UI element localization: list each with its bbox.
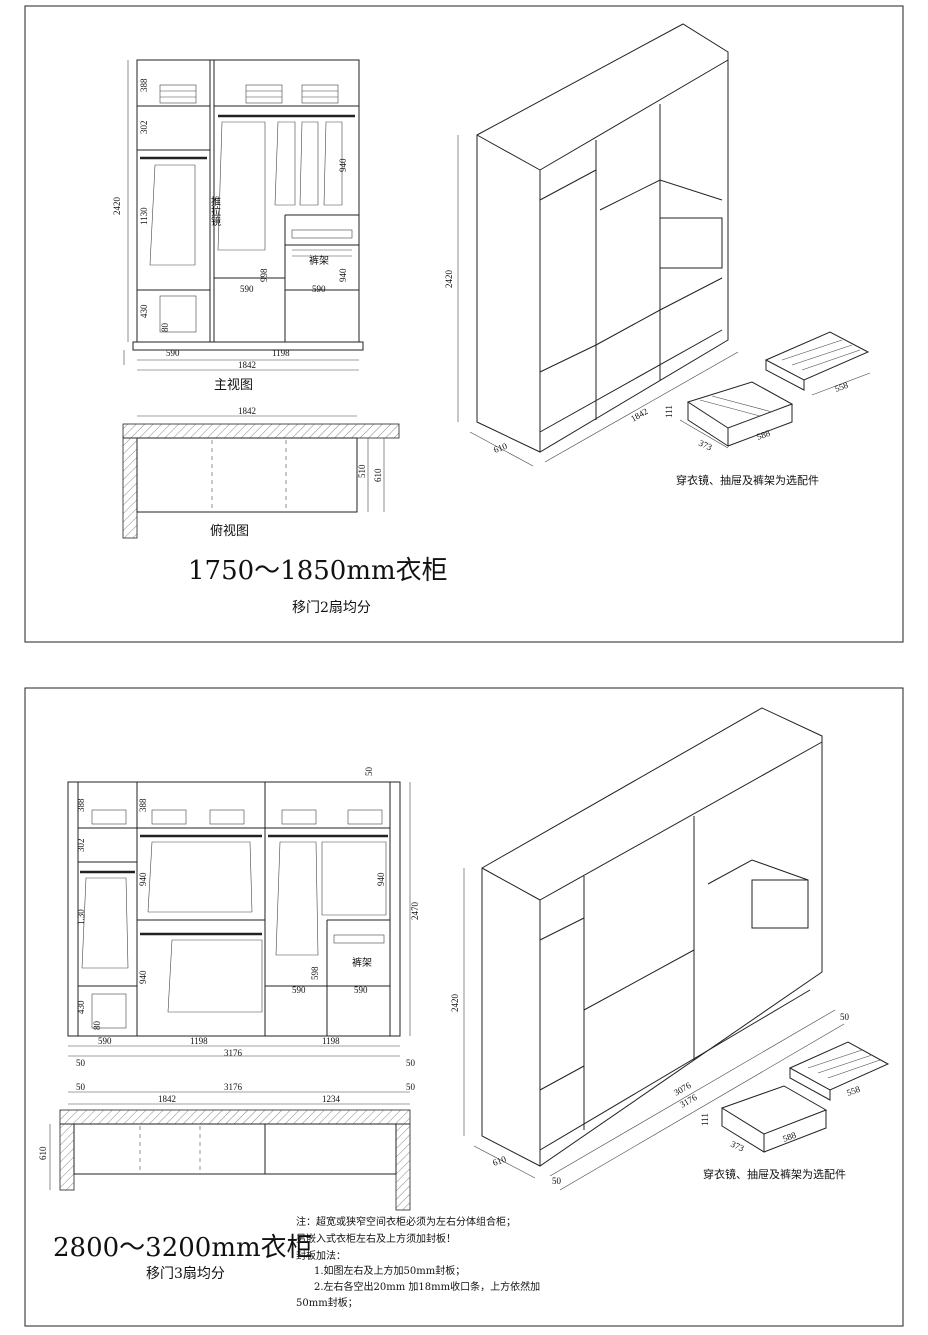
dim-373: 373 <box>697 438 714 453</box>
dim-1130-2: 1.30 <box>76 909 86 925</box>
dim-80: 80 <box>160 323 170 333</box>
front-view-title: 主视图 <box>214 378 253 393</box>
dim-1842-front: 1842 <box>238 360 256 370</box>
dim-3176-top: 3176 <box>224 1082 243 1092</box>
dim-1198: 1198 <box>272 348 290 358</box>
mirror-label: 推拉镜 <box>209 195 221 227</box>
dim-2420-iso: 2420 <box>444 270 454 289</box>
front-view-2 <box>67 781 411 1057</box>
trouser-rack-label-1: 裤架 <box>309 254 329 267</box>
dim-2420-iso-2: 2420 <box>450 994 460 1013</box>
dim-388: 388 <box>139 78 149 92</box>
subheading-1: 移门2扇均分 <box>292 600 371 616</box>
dim-558: 558 <box>833 380 850 394</box>
dim-1842-top-2: 1842 <box>158 1094 176 1104</box>
dim-940-b: 940 <box>138 970 148 984</box>
top-view-2 <box>49 1091 411 1211</box>
dim-388-mid: 388 <box>138 798 148 812</box>
dim-598: 598 <box>310 966 320 980</box>
panel-1-frame <box>24 5 904 643</box>
dim-558-2: 558 <box>845 1084 862 1098</box>
dim-50-top: 50 <box>364 767 374 777</box>
subheading-2: 移门3扇均分 <box>146 1266 225 1282</box>
dim-430-2: 430 <box>76 1000 86 1014</box>
dim-998: 998 <box>259 268 269 282</box>
dim-610-iso-2: 610 <box>491 1154 508 1168</box>
dim-590-2a: 590 <box>292 985 306 995</box>
note-line-1: 注：超宽或狭窄空间衣柜必须为左右分体组合柜； <box>296 1215 516 1228</box>
dim-590-2c: 590 <box>98 1036 112 1046</box>
dim-510: 510 <box>357 464 367 478</box>
dim-588-2: 588 <box>781 1130 798 1144</box>
options-note-2: 穿衣镜、抽屉及裤架为选配件 <box>703 1167 846 1181</box>
dim-50-iso-a: 50 <box>552 1176 562 1186</box>
options-note-1: 穿衣镜、抽屉及裤架为选配件 <box>676 473 819 487</box>
dim-111-2: 111 <box>700 1113 710 1126</box>
dim-111: 111 <box>664 405 674 418</box>
note-line-6: 50mm封板； <box>296 1296 358 1309</box>
dim-50-right: 50 <box>406 1058 416 1068</box>
dim-590-bottom: 590 <box>166 348 180 358</box>
dim-610-iso: 610 <box>492 441 509 455</box>
top-view-1 <box>122 415 400 539</box>
note-line-3: 封板加法： <box>296 1249 346 1262</box>
dim-1234: 1234 <box>322 1094 341 1104</box>
dim-590-2b: 590 <box>354 985 368 995</box>
dim-590-right: 590 <box>312 284 326 294</box>
dim-50-top-right: 50 <box>406 1082 416 1092</box>
note-line-2: 另嵌入式衣柜左右及上方须加封板！ <box>296 1232 456 1245</box>
dim-590-mid: 590 <box>240 284 254 294</box>
dim-1842-top: 1842 <box>238 406 256 416</box>
heading-2: 2800～3200mm衣柜 <box>53 1233 313 1263</box>
note-line-5: 2.左右各空出20mm 加18mm收口条，上方依然加 <box>314 1280 540 1293</box>
dim-2420-front: 2420 <box>112 197 122 216</box>
dim-302: 302 <box>139 121 149 135</box>
dim-588: 588 <box>755 428 772 442</box>
dim-1130: 1130 <box>139 207 149 225</box>
dim-430: 430 <box>139 304 149 318</box>
trouser-rack-label-2: 裤架 <box>352 956 372 969</box>
front-view-1 <box>123 59 364 371</box>
dim-940-c: 940 <box>376 872 386 886</box>
dim-3176-front: 3176 <box>224 1048 243 1058</box>
panel-2-frame <box>24 687 904 1327</box>
top-view-title: 俯视图 <box>210 523 249 539</box>
note-line-4: 1.如图左右及上方加50mm封板； <box>314 1264 465 1277</box>
dim-373-2: 373 <box>729 1139 746 1154</box>
dim-940-a: 940 <box>138 872 148 886</box>
heading-1: 1750～1850mm衣柜 <box>188 556 448 586</box>
dim-940-lower: 940 <box>338 268 348 282</box>
dim-610-top: 610 <box>373 468 383 482</box>
dim-50-left: 50 <box>76 1058 86 1068</box>
dim-1198-2a: 1198 <box>190 1036 208 1046</box>
dim-388-left: 388 <box>76 798 86 812</box>
dim-1842-iso: 1842 <box>629 406 650 424</box>
iso-view-1 <box>457 23 871 467</box>
dim-50-top-left: 50 <box>76 1082 86 1092</box>
iso-view-2 <box>463 707 890 1191</box>
dim-80-2: 80 <box>92 1021 102 1031</box>
dim-50-iso-b: 50 <box>840 1012 850 1022</box>
dim-610-top-2: 610 <box>38 1146 48 1160</box>
dim-1198-2b: 1198 <box>322 1036 340 1046</box>
dim-940-upper: 940 <box>338 158 348 172</box>
dim-2470: 2470 <box>410 902 420 921</box>
dim-302-2: 302 <box>76 839 86 853</box>
